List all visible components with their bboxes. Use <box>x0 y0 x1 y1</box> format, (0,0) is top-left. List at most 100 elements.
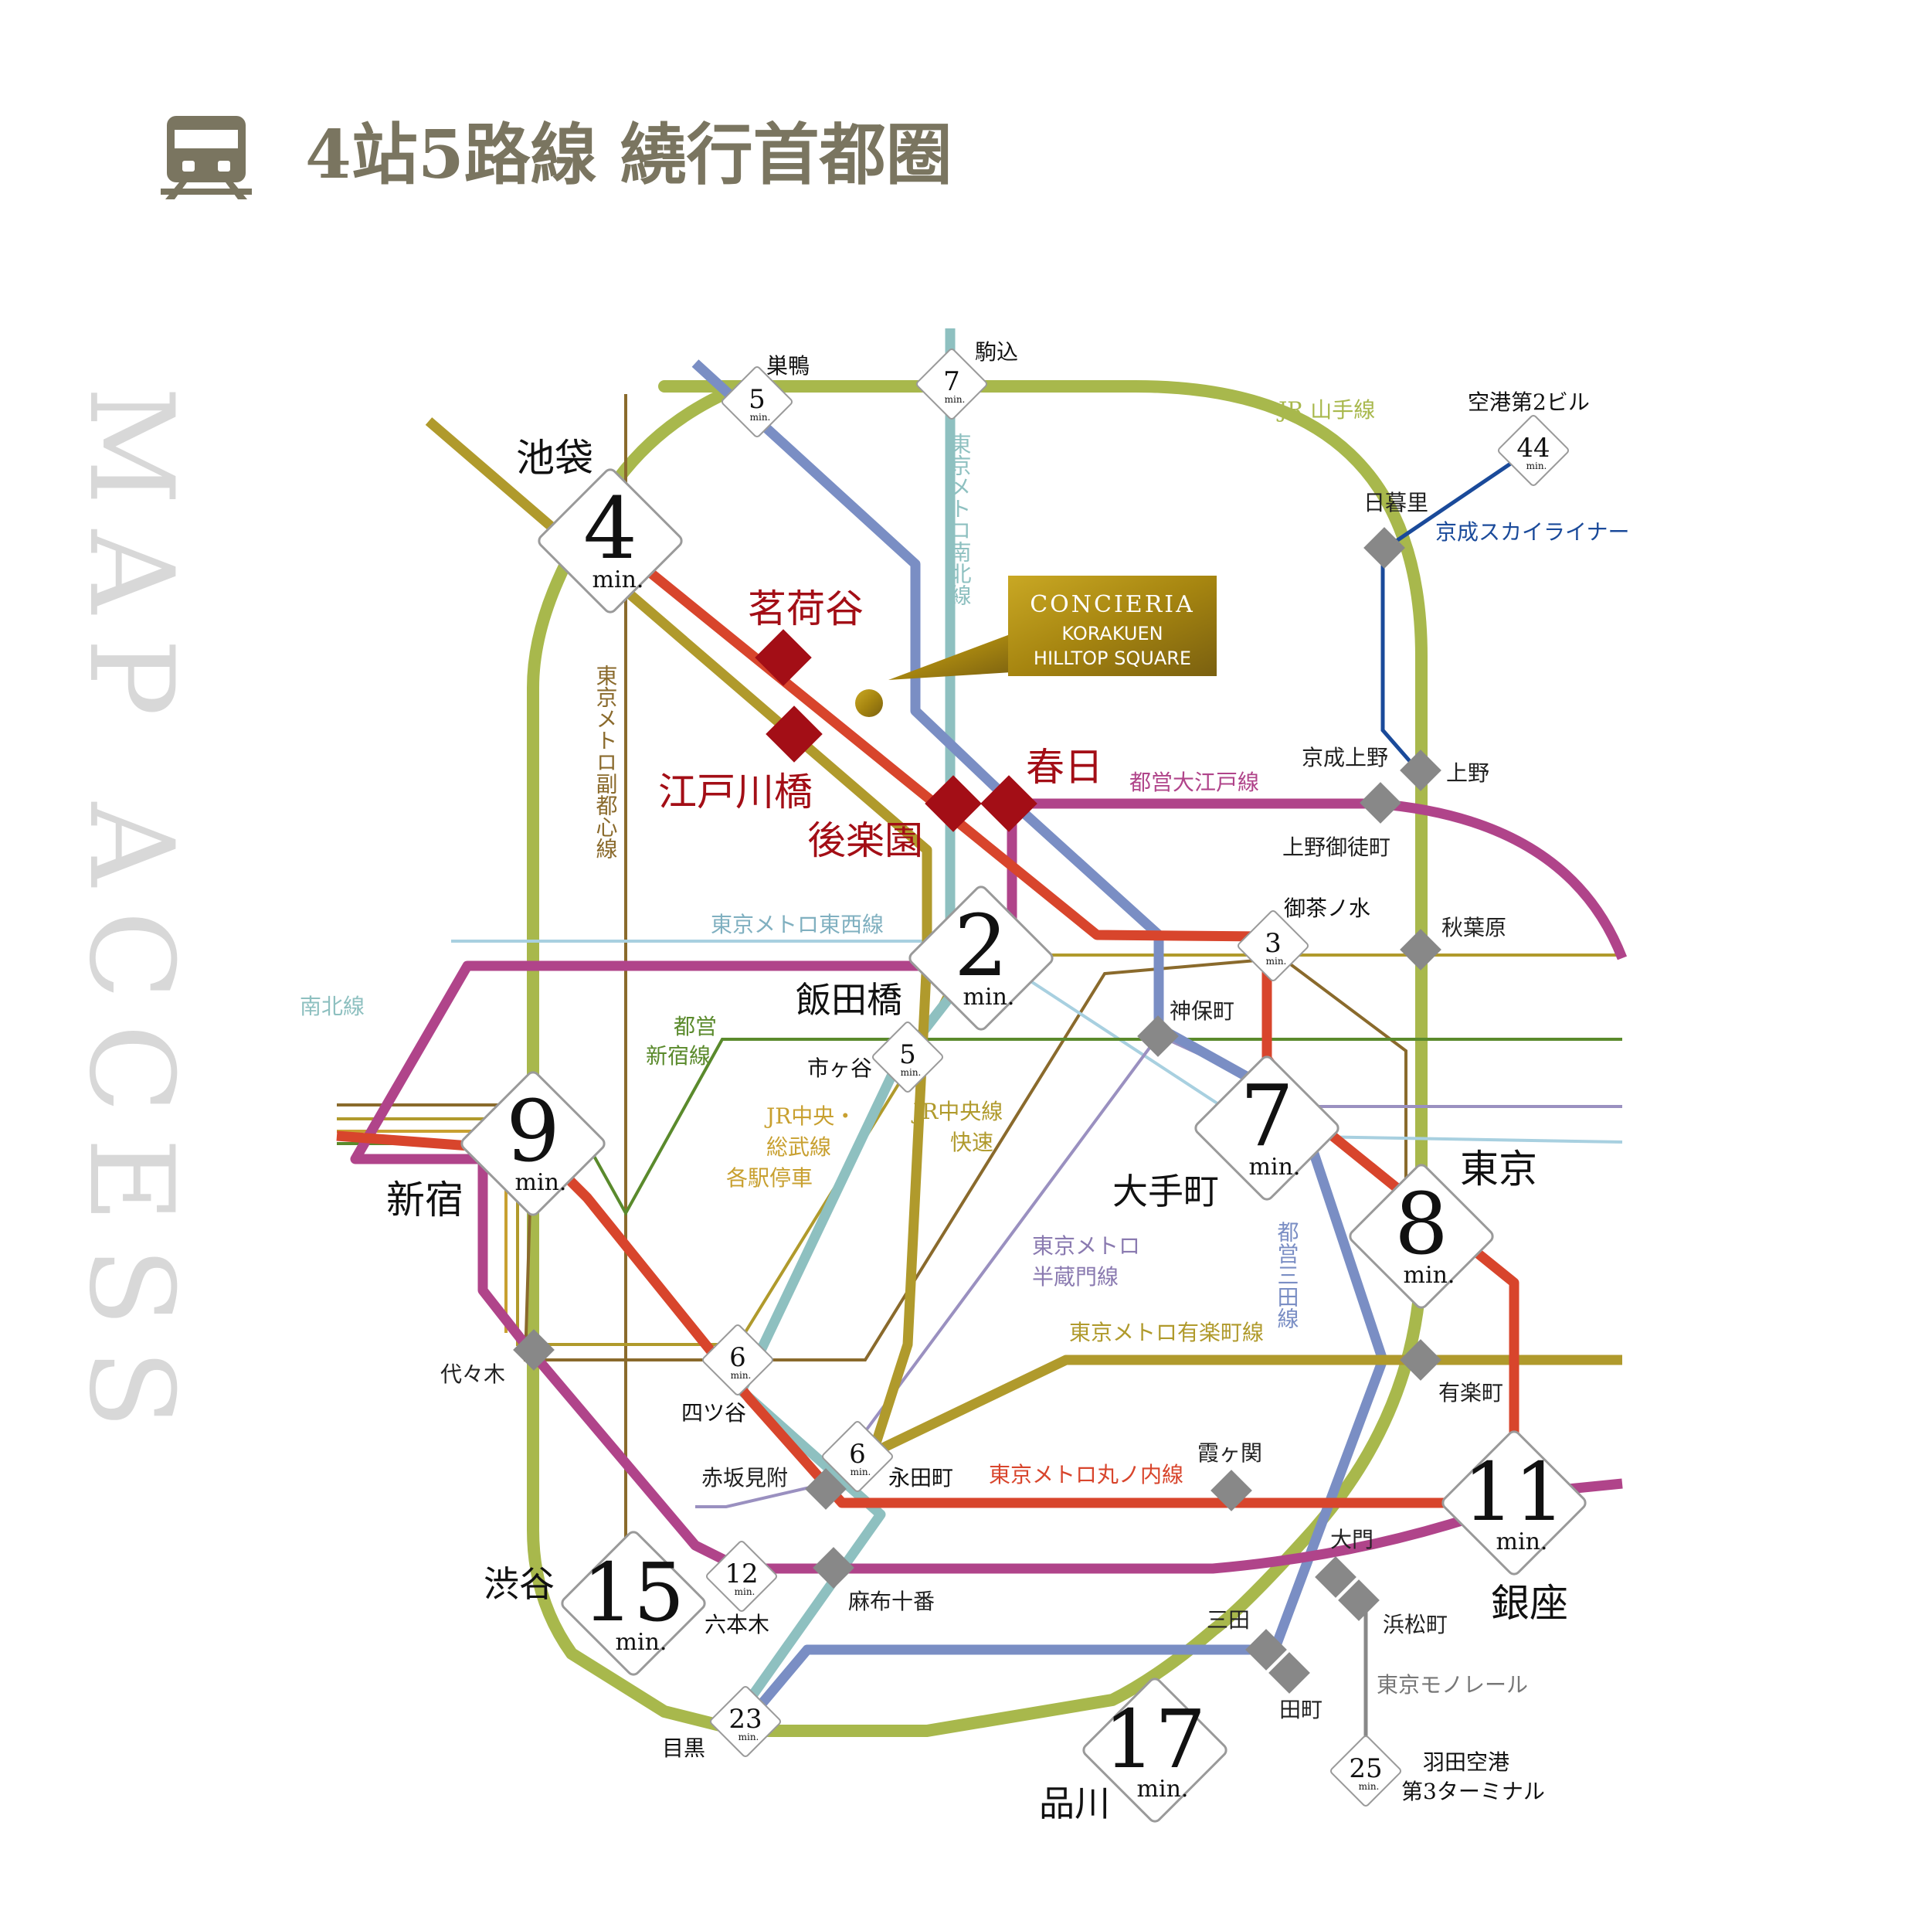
station-jimbocho: 神保町 <box>1170 998 1234 1024</box>
destination-minutes: 2 <box>954 896 1008 995</box>
destination-minutes: 11 <box>1463 1445 1565 1539</box>
destination-diamond <box>1237 909 1309 982</box>
property-callout: CONCIERIA KORAKUEN HILLTOP SQUARE <box>855 576 1217 717</box>
label-yurakucho: 東京メトロ有楽町線 <box>1069 1320 1264 1345</box>
hub-ueno-okachimachi <box>1360 782 1401 824</box>
destination-name: 新宿 <box>386 1178 463 1222</box>
station-hamamatsucho: 浜松町 <box>1383 1612 1448 1637</box>
hub-hamamatsucho <box>1338 1579 1380 1621</box>
destination-minutes: 44 <box>1516 433 1550 464</box>
home-station-kasuga: 春日 <box>980 745 1103 832</box>
minute-unit: min. <box>739 1732 759 1742</box>
hub-mita <box>1245 1629 1287 1671</box>
destination-name: 第3ターミナル <box>1401 1779 1545 1804</box>
home-station-korakuen: 後楽園 <box>807 775 982 863</box>
label-shinjuku-1: 都営 <box>674 1014 717 1039</box>
minute-unit: min. <box>1249 1154 1301 1181</box>
label-hanzomon-2: 半蔵門線 <box>1032 1264 1119 1290</box>
destination-minutes: 6 <box>729 1342 746 1373</box>
label-fukutoshin: 東京メトロ副都心線 <box>593 665 619 859</box>
label-chuo-rapid-1: JR中央線 <box>911 1099 1003 1124</box>
station-yurakucho: 有楽町 <box>1438 1380 1503 1406</box>
destination-diamond <box>538 468 683 614</box>
destination-minutes: 3 <box>1265 928 1282 959</box>
minute-unit: min. <box>1137 1776 1189 1803</box>
station-ueno-okachimachi: 上野御徒町 <box>1282 835 1390 860</box>
hub-kasumigaseki <box>1210 1470 1252 1511</box>
destination-name: 飯田橋 <box>796 979 902 1021</box>
hub-tamachi <box>1268 1652 1310 1694</box>
minute-unit: min. <box>1266 956 1287 967</box>
destination-name: 空港第2ビル <box>1468 389 1590 415</box>
destination-diamond <box>561 1531 706 1676</box>
destination-minutes: 15 <box>582 1545 684 1640</box>
destination-minutes: 12 <box>725 1559 758 1589</box>
destination-minutes: 7 <box>943 366 960 397</box>
page-title: 4站5路線 繞行首都圈 <box>305 116 952 194</box>
home-station-myogadani: 茗荷谷 <box>748 586 864 686</box>
destination-minutes: 9 <box>506 1082 560 1181</box>
label-marunouchi: 東京メトロ丸ノ内線 <box>989 1462 1183 1487</box>
minute-unit: min. <box>851 1467 871 1477</box>
destination-diamond <box>701 1324 774 1396</box>
destination-name: 羽田空港 <box>1423 1749 1509 1775</box>
label-yamanote: JR 山手線 <box>1276 397 1375 423</box>
station-daimon: 大門 <box>1330 1527 1373 1552</box>
station-azabu-juban: 麻布十番 <box>848 1589 935 1614</box>
svg-text:春日: 春日 <box>1026 745 1103 790</box>
minute-unit: min. <box>515 1169 567 1196</box>
destination-minutes: 6 <box>849 1439 866 1470</box>
destination-diamond <box>1329 1735 1402 1807</box>
svg-text:後楽園: 後楽園 <box>807 818 923 863</box>
hub-akasaka-mitsuke <box>805 1468 847 1510</box>
line-namboku <box>736 328 956 1703</box>
destination-diamond <box>1441 1430 1587 1576</box>
line-yurakucho <box>425 417 1622 1458</box>
hub-daimon <box>1315 1556 1356 1598</box>
svg-text:江戸川橋: 江戸川橋 <box>658 770 813 814</box>
minute-unit: min. <box>735 1586 755 1597</box>
destination-name: 渋谷 <box>484 1563 555 1605</box>
minute-unit: min. <box>901 1067 922 1078</box>
hub-azabu-juban <box>813 1547 854 1589</box>
destination-diamond <box>721 365 793 438</box>
label-shinjuku-2: 新宿線 <box>646 1043 711 1069</box>
property-sub1: KORAKUEN <box>1061 623 1163 644</box>
destination-name: 東京 <box>1460 1147 1537 1191</box>
station-yoyogi: 代々木 <box>440 1361 505 1387</box>
minute-unit: min. <box>750 412 771 423</box>
station-akasaka-mitsuke: 赤坂見附 <box>701 1465 788 1491</box>
station-ueno: 上野 <box>1446 760 1489 786</box>
destination-name: 駒込 <box>975 339 1018 365</box>
destination-name: 品川 <box>1039 1783 1110 1824</box>
label-chuo-rapid-2: 快速 <box>950 1130 993 1155</box>
destination-name: 六本木 <box>705 1612 769 1637</box>
destination-minutes: 17 <box>1104 1692 1206 1786</box>
side-text: MAP ACCESS <box>63 386 198 1453</box>
minute-unit: min. <box>1526 461 1547 471</box>
destination-name: 銀座 <box>1491 1581 1568 1626</box>
destination-name: 市ヶ谷 <box>807 1055 872 1081</box>
destination-name: 目黒 <box>662 1735 705 1761</box>
hub-yurakucho <box>1400 1339 1441 1381</box>
destination-diamond <box>705 1540 778 1613</box>
label-chuo-sobu-1: JR中央・ <box>764 1103 856 1129</box>
property-name: CONCIERIA <box>1030 591 1195 618</box>
property-marker <box>855 689 883 717</box>
label-mita: 都営三田線 <box>1275 1221 1300 1329</box>
station-mita: 三田 <box>1207 1607 1250 1633</box>
destination-name: 大手町 <box>1112 1171 1219 1212</box>
label-namboku: 南北線 <box>300 994 365 1019</box>
minute-unit: min. <box>1359 1781 1380 1792</box>
destination-diamond <box>821 1420 894 1493</box>
